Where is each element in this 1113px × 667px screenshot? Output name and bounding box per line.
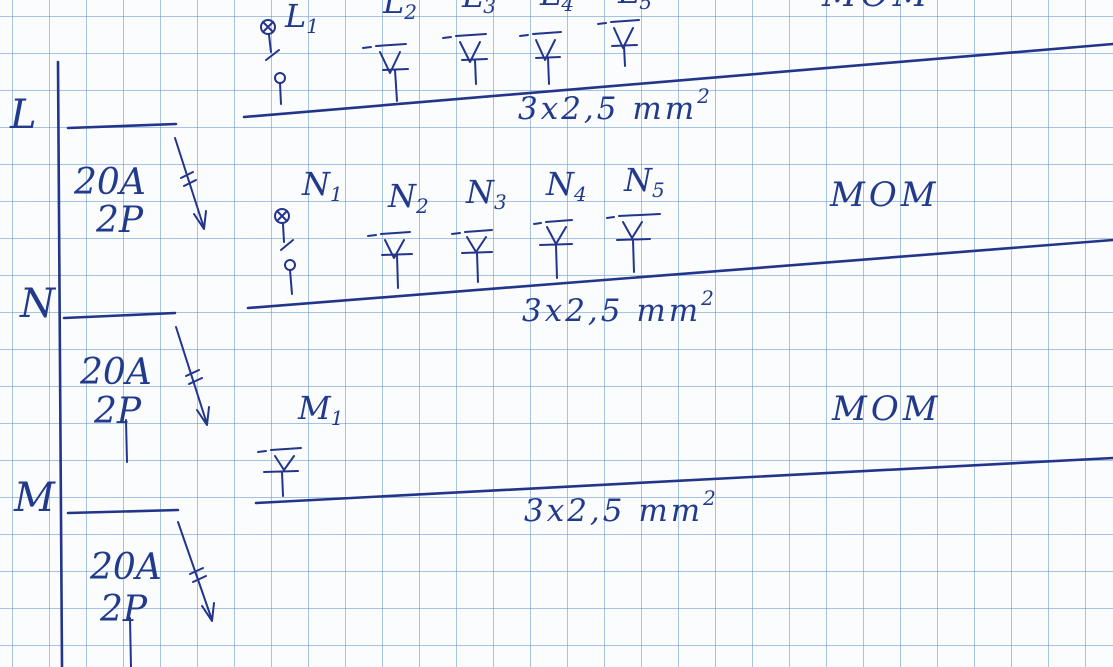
breaker-separator-3	[66, 508, 180, 515]
socket-icon-l2	[362, 43, 409, 102]
light-label-l1: L1	[285, 0, 319, 38]
breaker-rating-2: 20A	[80, 352, 152, 393]
light-fixture-icon-n	[274, 208, 296, 295]
breaker-separator-1	[66, 122, 178, 130]
breaker-rating-1: 20A	[74, 162, 146, 203]
socket-icon-n5	[606, 213, 661, 273]
switch-label-l2: L2	[383, 0, 417, 24]
circuit-line-l	[242, 42, 1113, 119]
section-label-m: M	[14, 475, 55, 521]
breaker-arrow-1	[174, 137, 207, 230]
socket-icon-n2	[367, 231, 413, 289]
socket-icon-n3	[451, 229, 493, 283]
room-note-m: MOM	[832, 389, 942, 429]
cable-spec-n: 3x2,5 mm2	[522, 286, 717, 329]
breaker-arrow-3	[177, 521, 215, 622]
socket-icon-l5	[597, 19, 640, 67]
breaker-tail-2	[125, 419, 128, 463]
cable-spec-l: 3x2,5 mm2	[518, 84, 713, 127]
room-note-l: MOM	[822, 0, 932, 12]
switch-label-l3: L3	[462, 0, 496, 18]
switch-label-n3: N3	[466, 173, 507, 214]
section-label-l: L	[10, 92, 37, 138]
breaker-poles-1: 2P	[96, 200, 144, 241]
switch-label-m1: M1	[298, 389, 344, 430]
socket-icon-l4	[519, 31, 562, 85]
circuit-line-n	[246, 238, 1113, 310]
switch-label-l4: L4	[540, 0, 574, 16]
section-label-n: N	[20, 281, 55, 327]
switch-label-n5: N5	[624, 161, 665, 202]
socket-icon-n4	[533, 219, 573, 279]
switch-label-n4: N4	[546, 165, 587, 206]
light-label-n1: N1	[302, 165, 343, 206]
switch-label-l5: L5	[618, 0, 652, 14]
breaker-arrow-2	[175, 326, 210, 426]
breaker-poles-3: 2P	[100, 589, 148, 630]
breaker-poles-2: 2P	[94, 391, 142, 432]
cable-spec-m: 3x2,5 mm2	[524, 486, 719, 529]
breaker-rating-3: 20A	[90, 547, 162, 588]
switch-label-n2: N2	[388, 177, 429, 218]
socket-icon-m1	[257, 447, 302, 497]
circuit-line-m	[254, 456, 1113, 505]
light-fixture-icon-l	[260, 19, 286, 105]
breaker-tail-3	[129, 617, 132, 667]
socket-icon-l3	[442, 33, 488, 85]
room-note-n: MOM	[830, 175, 940, 215]
breaker-separator-2	[62, 311, 177, 320]
main-busbar	[56, 60, 64, 667]
